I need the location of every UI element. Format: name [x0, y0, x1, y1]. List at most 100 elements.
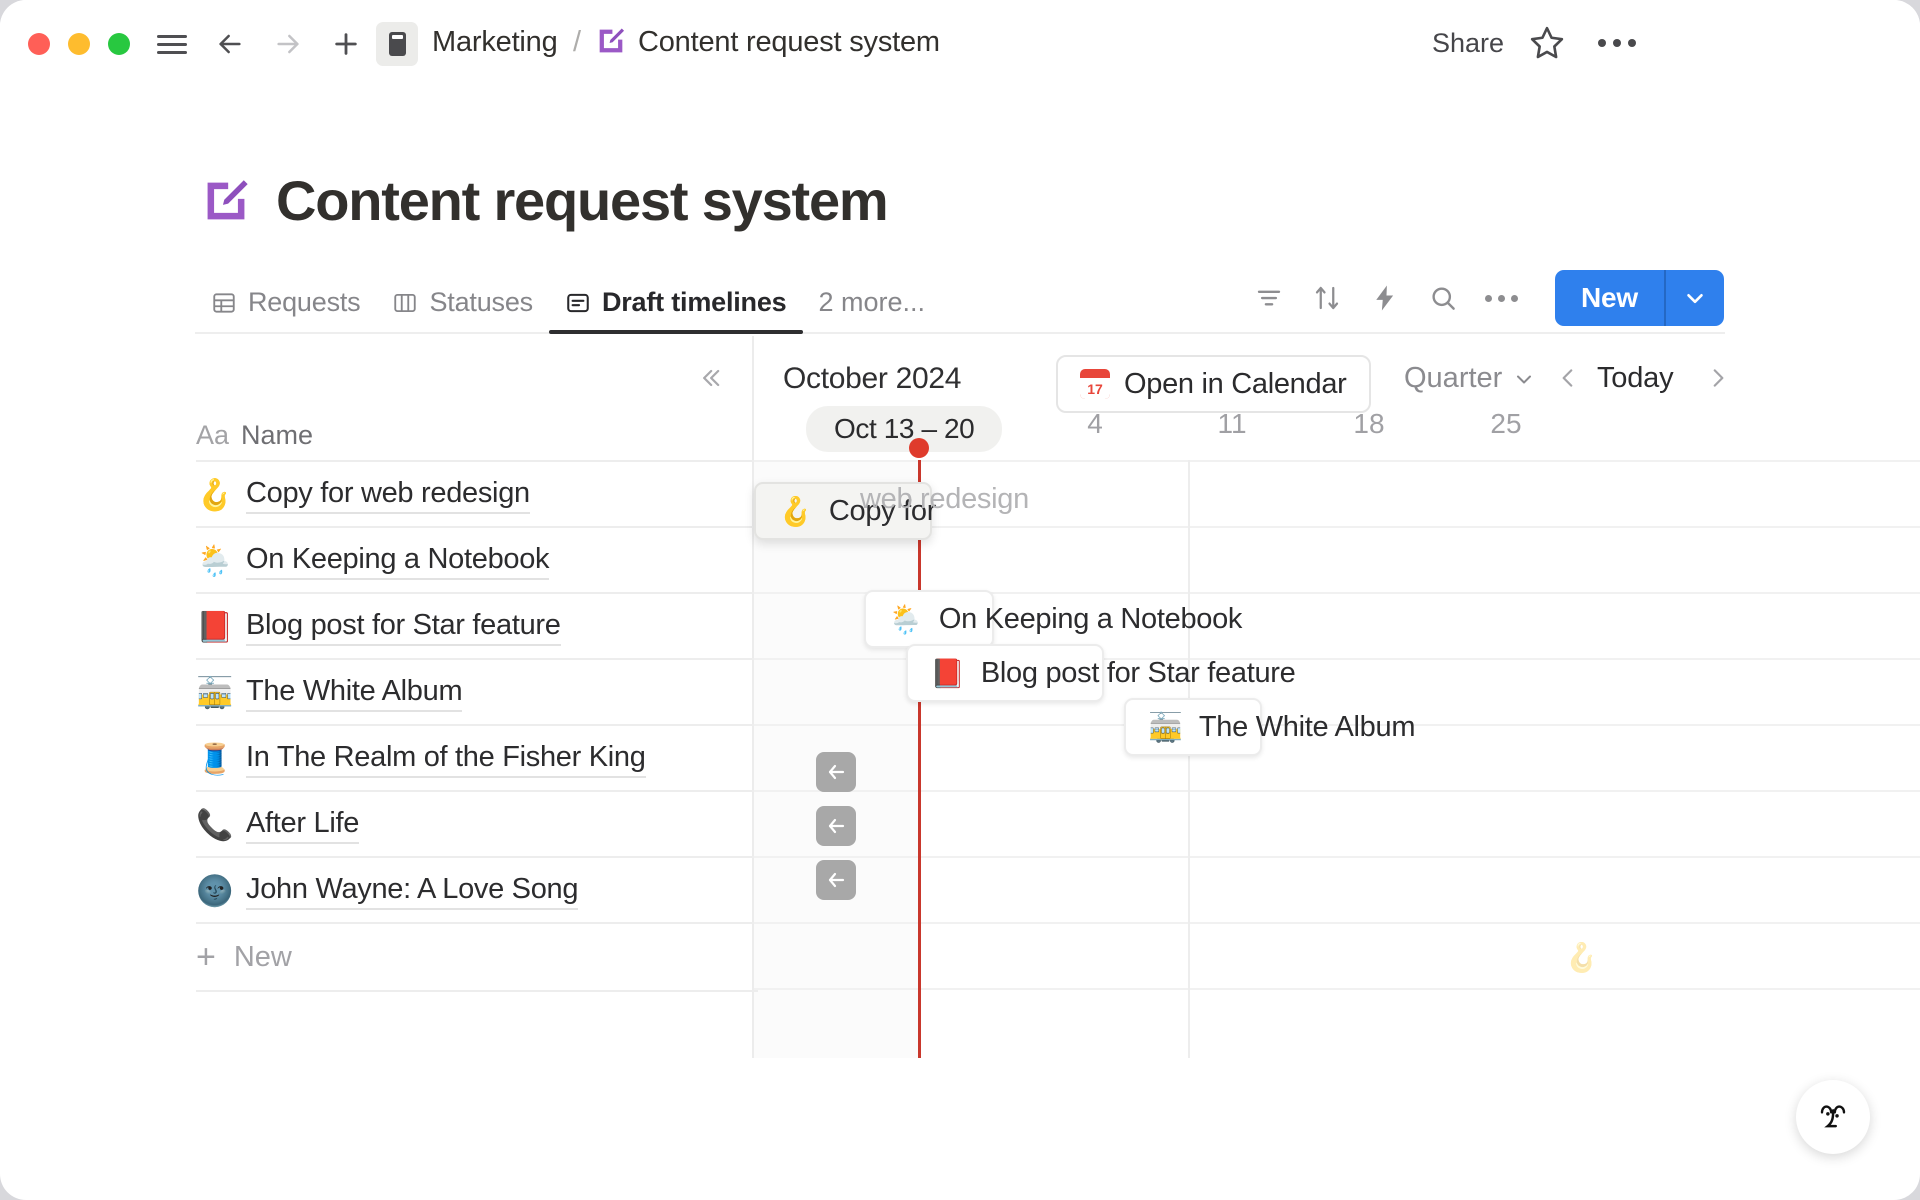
- new-button[interactable]: New: [1555, 270, 1724, 326]
- memo-icon: [599, 28, 625, 53]
- collapse-panel-button[interactable]: [690, 358, 730, 398]
- sort-icon[interactable]: [1303, 274, 1351, 322]
- today-marker-dot: [909, 438, 929, 458]
- sun-behind-rain-cloud-emoji: 🌦️: [196, 544, 234, 578]
- timeline-rowline: [754, 856, 1920, 858]
- table-row[interactable]: 🌦️ On Keeping a Notebook: [196, 526, 758, 594]
- memo-icon: [207, 179, 248, 219]
- card-emoji: 🚋: [1148, 711, 1183, 743]
- table-icon: [213, 292, 235, 313]
- title-bar: Marketing / Content request system Share: [0, 0, 1920, 88]
- search-icon[interactable]: [1419, 274, 1467, 322]
- tab-requests[interactable]: Requests: [195, 287, 376, 334]
- row-title[interactable]: After Life: [246, 807, 359, 844]
- view-tabs: Requests Statuses Draft timelines 2 more…: [195, 272, 941, 334]
- hamburger-icon[interactable]: [150, 22, 194, 66]
- timeline-gridline: [1188, 460, 1190, 1058]
- selected-range-pill: Oct 13 – 20: [806, 406, 1003, 452]
- row-title[interactable]: Blog post for Star feature: [246, 609, 561, 646]
- new-record-row[interactable]: + New: [196, 922, 758, 992]
- tram-car-emoji: 🚋: [196, 676, 234, 710]
- table-row[interactable]: 📕Blog post for Star feature: [196, 592, 758, 660]
- date-tick: 18: [1353, 408, 1385, 439]
- timeline-card[interactable]: 🪝Copy for: [754, 482, 936, 540]
- timeline-rowline: [754, 724, 1920, 726]
- timeline-card[interactable]: 📕Blog post for Star feature: [906, 644, 1296, 702]
- timeline-card[interactable]: 🚋 The White Album: [1124, 698, 1416, 756]
- card-emoji: 📕: [930, 657, 965, 689]
- share-button[interactable]: Share: [1431, 28, 1504, 58]
- automation-icon[interactable]: [1361, 274, 1409, 322]
- tabs-more-button[interactable]: 2 more...: [818, 287, 926, 317]
- table-row[interactable]: 🧵In The Realm of the Fisher King: [196, 724, 758, 792]
- timeline-card[interactable]: 🌦️On Keeping a Notebook: [864, 590, 1242, 648]
- row-title[interactable]: Copy for web redesign: [246, 477, 530, 514]
- next-period-button[interactable]: [1700, 360, 1736, 396]
- tab-draft-timelines[interactable]: Draft timelines: [548, 287, 803, 334]
- timeline-zoom-select[interactable]: Quarter: [1404, 362, 1536, 395]
- row-title[interactable]: In The Realm of the Fisher King: [246, 741, 646, 778]
- scroll-left-arrow[interactable]: [816, 806, 856, 846]
- plus-icon[interactable]: [324, 22, 368, 66]
- scroll-left-arrow[interactable]: [816, 752, 856, 792]
- today-marker-line: [918, 460, 921, 1058]
- face-avatar-icon[interactable]: [1796, 1080, 1870, 1154]
- timeline-month-label: October 2024: [783, 362, 962, 395]
- table-row[interactable]: 🪝Copy for web redesign: [196, 460, 758, 528]
- page-title-row: Content request system: [200, 168, 889, 233]
- timeline-rowline: [754, 790, 1920, 792]
- timeline-rowline: [754, 592, 1920, 594]
- filter-icon[interactable]: [1245, 274, 1293, 322]
- card-title: The White Album: [1198, 710, 1416, 743]
- timeline-canvas[interactable]: 🪝Copy for🌦️On Keeping a Notebook📕Blog po…: [754, 438, 1920, 1058]
- tab-label: Statuses: [429, 287, 533, 317]
- plus-icon: +: [196, 938, 216, 976]
- table-row[interactable]: 📞 After Life: [196, 790, 758, 858]
- card-emoji: 🌦️: [888, 603, 923, 635]
- date-tick: 25: [1490, 408, 1522, 439]
- row-title[interactable]: On Keeping a Notebook: [246, 543, 550, 580]
- table-row[interactable]: 🚋 The White Album: [196, 658, 758, 726]
- text-type-icon: Aa: [196, 420, 230, 450]
- drag-ghost-emoji: 🪝: [1564, 942, 1599, 973]
- name-column-label: Name: [241, 420, 314, 450]
- tab-statuses[interactable]: Statuses: [376, 287, 548, 334]
- ellipsis-icon[interactable]: [1477, 274, 1525, 322]
- window-close-button[interactable]: [28, 33, 50, 55]
- pane-divider[interactable]: [752, 336, 754, 1058]
- table-row[interactable]: 🌚 John Wayne: A Love Song: [196, 856, 758, 924]
- breadcrumb-page[interactable]: Content request system: [638, 26, 940, 58]
- breadcrumb-workspace[interactable]: Marketing: [432, 26, 558, 58]
- page-icon[interactable]: [376, 22, 418, 66]
- new-moon-face-emoji: 🌚: [196, 874, 234, 908]
- tabbar-divider: [195, 332, 1725, 334]
- scroll-left-arrow[interactable]: [816, 860, 856, 900]
- tab-label: Draft timelines: [601, 287, 787, 317]
- timeline-rowline: [754, 922, 1920, 924]
- calendar-day: 17: [1080, 378, 1110, 399]
- window-maximize-button[interactable]: [108, 33, 130, 55]
- ellipsis-icon[interactable]: [1594, 22, 1640, 64]
- arrow-right-icon[interactable]: [266, 22, 310, 66]
- open-in-calendar-button[interactable]: 17 Open in Calendar: [1056, 355, 1371, 413]
- timeline-icon: [567, 293, 589, 312]
- window-minimize-button[interactable]: [68, 33, 90, 55]
- previous-period-button[interactable]: [1550, 360, 1586, 396]
- new-record-label: New: [233, 940, 292, 973]
- today-button[interactable]: Today: [1597, 362, 1674, 394]
- timeline-rowline: [754, 658, 1920, 660]
- telephone-receiver-emoji: 📞: [196, 808, 234, 842]
- chevron-down-icon: [1517, 375, 1532, 383]
- page-title[interactable]: Content request system: [276, 169, 889, 232]
- star-icon[interactable]: [1526, 22, 1568, 64]
- timeline-rowline: [754, 460, 1920, 462]
- row-title[interactable]: The White Album: [246, 675, 463, 712]
- row-title[interactable]: John Wayne: A Love Song: [246, 873, 579, 910]
- breadcrumb-separator: /: [573, 26, 582, 58]
- tab-label: Requests: [248, 287, 361, 317]
- card-title: Copy for: [828, 494, 937, 527]
- chevron-down-icon[interactable]: [1664, 270, 1724, 326]
- arrow-left-icon[interactable]: [208, 22, 252, 66]
